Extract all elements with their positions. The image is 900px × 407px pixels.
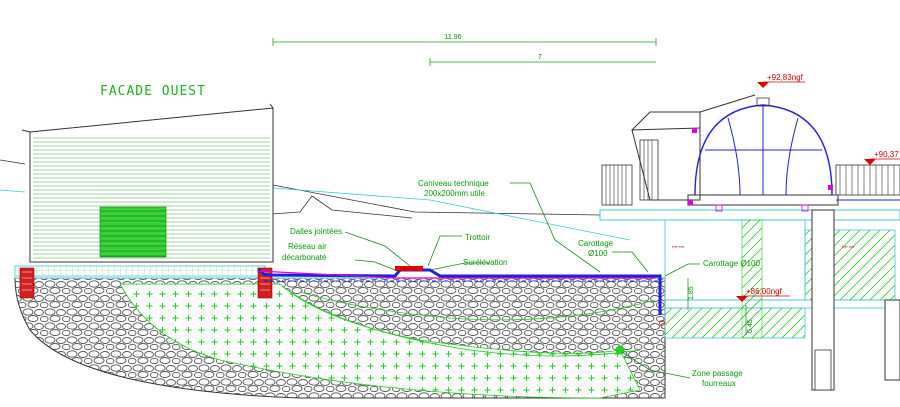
label-caniveau-sub: 200x200mm utile <box>424 189 485 198</box>
dimension-overall: 11.96 <box>445 34 462 41</box>
label-reseau: Réseau air <box>288 242 327 251</box>
vertical-dimensions: 1.85 0.45 <box>687 278 754 335</box>
label-dalles: Dalles jointées <box>290 227 342 236</box>
label-surelevation: Surélévation <box>463 258 507 267</box>
dimension-secondary: 7 <box>538 54 542 61</box>
terrain-lines <box>0 159 631 241</box>
label-zone: Zone passage <box>692 369 743 378</box>
drawing-title: FACADE OUEST <box>100 84 206 99</box>
label-carottage-sub: Ø100 <box>588 249 608 258</box>
level-right-roof: +90,37 <box>874 150 899 159</box>
level-dome-top: +92,83ngf <box>767 73 804 82</box>
label-carottage-2: Carottage Ø100 <box>703 259 760 268</box>
level-floor: +86,00ngf <box>746 287 783 296</box>
top-dimensions: 11.96 7 <box>272 34 657 66</box>
leader-lines <box>344 182 700 379</box>
label-zone-sub: fourreaux <box>702 379 736 388</box>
annotations: Caniveau technique 200x200mm utile Dalle… <box>282 179 760 388</box>
ventilation-grille <box>100 210 166 257</box>
facade-building <box>21 103 274 263</box>
label-reseau-sub: décarbonaté <box>282 253 327 262</box>
level-markers: +92,83ngf +90,37 +86,00ngf <box>736 73 900 302</box>
svg-text:▪▪▪▪ ▪▪▪▪: ▪▪▪▪ ▪▪▪▪ <box>842 244 855 249</box>
stone-foundation <box>14 277 666 399</box>
label-trottoir: Trottoir <box>465 233 490 242</box>
dimension-vertical-1: 1.85 <box>688 286 695 300</box>
label-caniveau: Caniveau technique <box>418 179 489 188</box>
dimension-vertical-2: 0.45 <box>747 319 754 333</box>
technical-channel <box>257 266 665 326</box>
svg-text:▪▪▪▪ ▪▪▪▪: ▪▪▪▪ ▪▪▪▪ <box>672 244 685 249</box>
dome-building: ▪▪▪▪ ▪▪▪▪ ▪▪▪▪ ▪▪▪▪ <box>599 94 900 391</box>
label-carottage: Carottage <box>578 239 614 248</box>
facade-cladding <box>33 137 270 259</box>
